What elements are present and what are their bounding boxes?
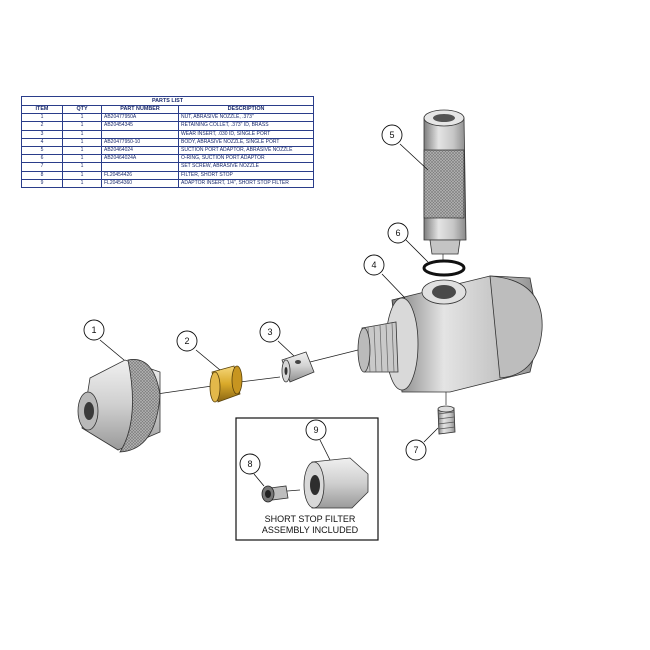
svg-text:8: 8 xyxy=(247,459,252,469)
part-8-filter xyxy=(261,485,301,503)
item-cell: 9 xyxy=(21,178,63,188)
part-number-cell: AB20464024A xyxy=(101,154,179,164)
callout-8: 8 xyxy=(239,453,261,475)
part-3-wear-insert xyxy=(281,351,315,383)
qty-cell: 1 xyxy=(62,129,102,139)
callout-2: 2 xyxy=(176,330,198,352)
part-1-nut xyxy=(77,359,161,453)
callout-9: 9 xyxy=(305,419,327,441)
qty-cell: 1 xyxy=(62,154,102,164)
callout-leaders xyxy=(99,143,439,487)
svg-text:7: 7 xyxy=(413,445,418,455)
part-7-set-screw xyxy=(437,405,456,435)
callouts: 1 2 3 4 5 6 7 8 9 xyxy=(83,124,427,475)
qty-cell: 1 xyxy=(62,137,102,147)
part-4-body xyxy=(357,275,543,393)
part-number-cell xyxy=(101,162,179,172)
description-cell: O-RING, SUCTION PORT ADAPTOR xyxy=(178,154,314,164)
description-cell: SUCTION PORT ADAPTOR, ABRASIVE NOZZLE xyxy=(178,145,314,156)
part-9-adaptor-insert xyxy=(303,457,369,509)
inset-box xyxy=(235,417,379,541)
qty-cell: 1 xyxy=(62,162,102,172)
description-cell: NUT, ABRASIVE NOZZLE, .373" xyxy=(178,113,314,123)
parts-list-title: PARTS LIST xyxy=(21,96,314,106)
qty-cell: 1 xyxy=(62,113,102,123)
description-cell: ADAPTOR INSERT, 1/4", SHORT STOP FILTER xyxy=(178,178,314,188)
svg-text:6: 6 xyxy=(395,228,400,238)
qty-cell: 1 xyxy=(62,121,102,131)
inset-caption-line1: SHORT STOP FILTER xyxy=(265,514,356,524)
svg-text:5: 5 xyxy=(389,130,394,140)
description-cell: BODY, ABRASIVE NOZZLE, SINGLE PORT xyxy=(178,137,314,147)
part-number-cell: AB20477950-10 xyxy=(101,137,179,147)
svg-text:1: 1 xyxy=(91,325,96,335)
svg-text:9: 9 xyxy=(313,425,318,435)
qty-cell: 1 xyxy=(62,145,102,156)
part-2-retaining-collet xyxy=(209,365,243,403)
part-number-cell: AB20454345 xyxy=(101,121,179,131)
item-cell: 6 xyxy=(21,154,63,164)
description-cell: SET SCREW, ABRASIVE NOZZLE xyxy=(178,162,314,172)
item-cell: 8 xyxy=(21,170,63,180)
item-cell: 4 xyxy=(21,137,63,147)
item-cell: 5 xyxy=(21,145,63,156)
callout-1: 1 xyxy=(83,319,105,341)
part-number-cell: FL20454426 xyxy=(101,170,179,180)
item-cell: 2 xyxy=(21,121,63,131)
part-5-suction-port-adaptor xyxy=(423,109,467,255)
part-number-cell: AB20477950A xyxy=(101,113,179,123)
description-cell: WEAR INSERT, .030 ID, SINGLE PORT xyxy=(178,129,314,139)
part-number-cell xyxy=(101,129,179,139)
callout-6: 6 xyxy=(387,222,409,244)
callout-3: 3 xyxy=(259,321,281,343)
description-cell: FILTER, SHORT STOP xyxy=(178,170,314,180)
qty-cell: 1 xyxy=(62,178,102,188)
callout-4: 4 xyxy=(363,254,385,276)
parts-list-table: PARTS LIST ITEM QTY PART NUMBER DESCRIPT… xyxy=(21,96,314,188)
header-qty: QTY xyxy=(62,104,102,115)
svg-text:3: 3 xyxy=(267,327,272,337)
part-number-cell: AB20464024 xyxy=(101,145,179,156)
description-cell: RETAINING COLLET, .373" ID, BRASS xyxy=(178,121,314,131)
header-description: DESCRIPTION xyxy=(178,104,314,115)
item-cell: 3 xyxy=(21,129,63,139)
item-cell: 7 xyxy=(21,162,63,172)
part-number-cell: FL20454360 xyxy=(101,178,179,188)
item-cell: 1 xyxy=(21,113,63,123)
header-item: ITEM xyxy=(21,104,63,115)
qty-cell: 1 xyxy=(62,170,102,180)
svg-text:2: 2 xyxy=(184,336,189,346)
inset-caption-line2: ASSEMBLY INCLUDED xyxy=(262,525,359,535)
callout-5: 5 xyxy=(381,124,403,146)
part-6-o-ring xyxy=(422,259,466,277)
callout-7: 7 xyxy=(405,439,427,461)
header-part-number: PART NUMBER xyxy=(101,104,179,115)
svg-text:4: 4 xyxy=(371,260,376,270)
